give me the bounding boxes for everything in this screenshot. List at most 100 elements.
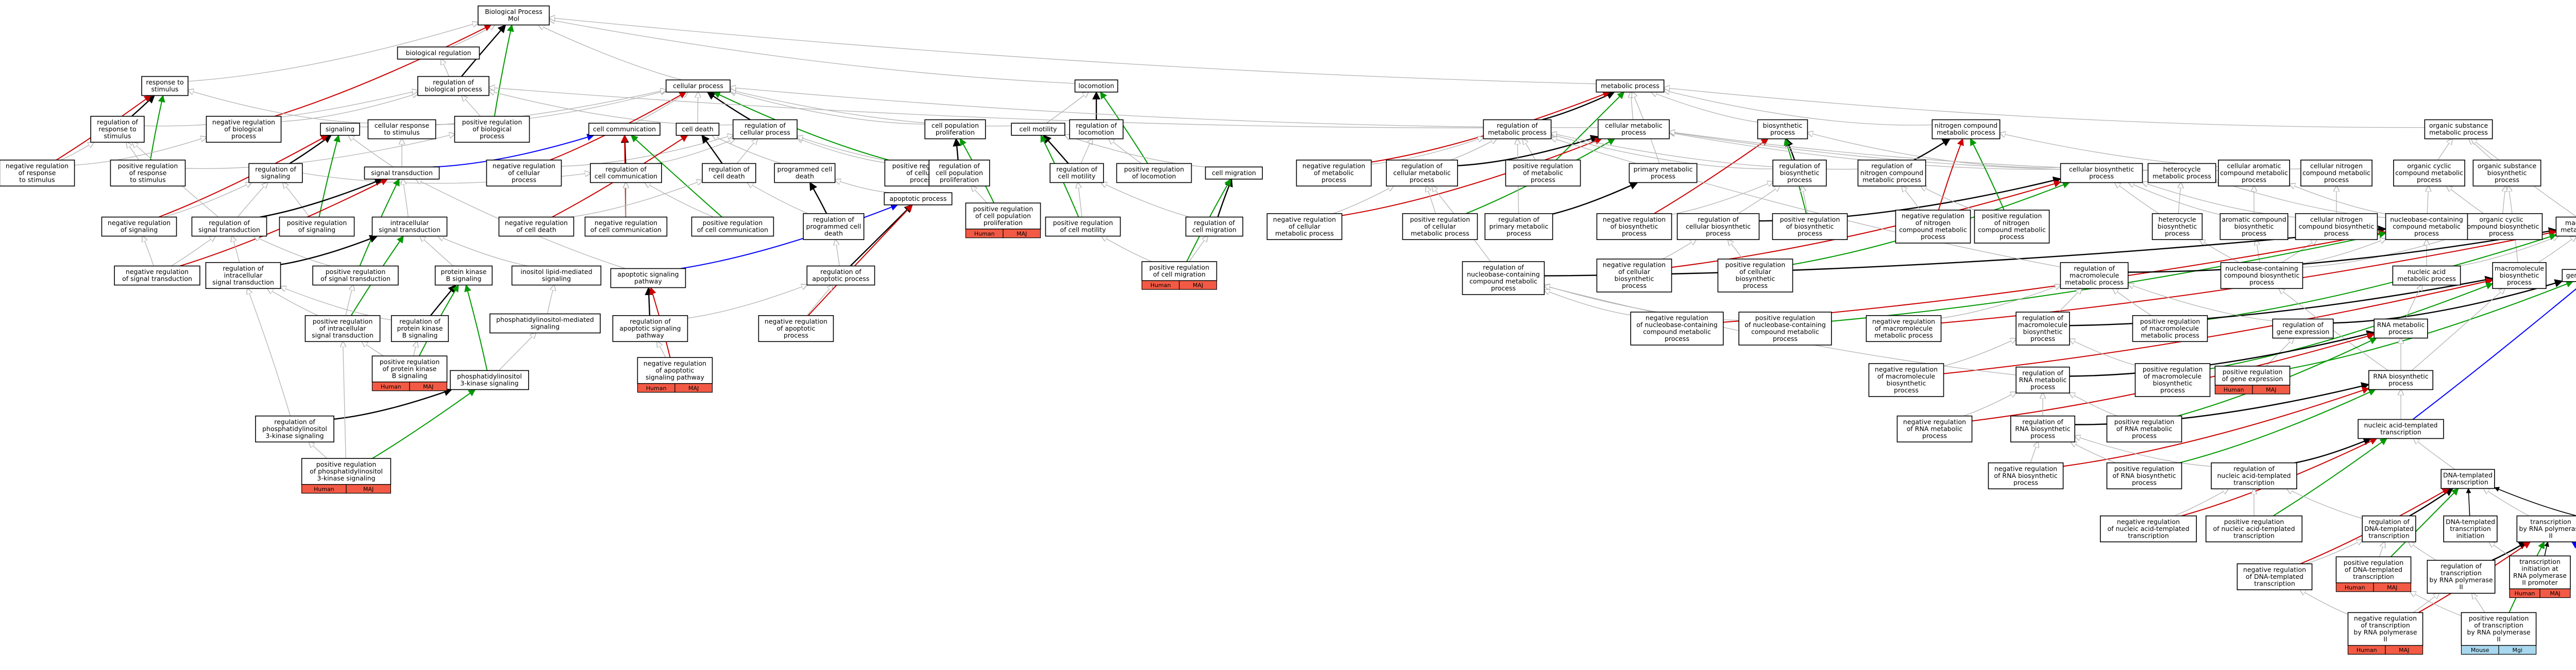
go-term-gene-expression[interactable]: gene expression	[2562, 269, 2576, 282]
go-term-cell-communication[interactable]: cell communication	[588, 123, 660, 136]
go-term-regulation-of-macromolecule-biosynthetic-process[interactable]: regulation ofmacromoleculebiosyntheticpr…	[2015, 312, 2070, 346]
go-term-cellular-process[interactable]: cellular process	[666, 79, 731, 93]
go-term-cell-death[interactable]: cell death	[675, 123, 720, 136]
go-term-signaling[interactable]: signaling	[320, 123, 360, 136]
go-term-apoptotic-process[interactable]: apoptotic process	[884, 192, 953, 205]
go-term-metabolic-process[interactable]: metabolic process	[1596, 79, 1665, 93]
go-term-cell-migration[interactable]: cell migration	[1205, 166, 1263, 180]
go-term-cell-motility[interactable]: cell motility	[1011, 123, 1065, 136]
go-term-locomotion[interactable]: locomotion	[1074, 79, 1118, 93]
go-term-signal-transduction[interactable]: signal transduction	[364, 166, 440, 180]
go-term-regulation-of-phosphatidylinositol-3-kinase-signaling[interactable]: regulation ofphosphatidylinositol3-kinas…	[255, 415, 334, 443]
